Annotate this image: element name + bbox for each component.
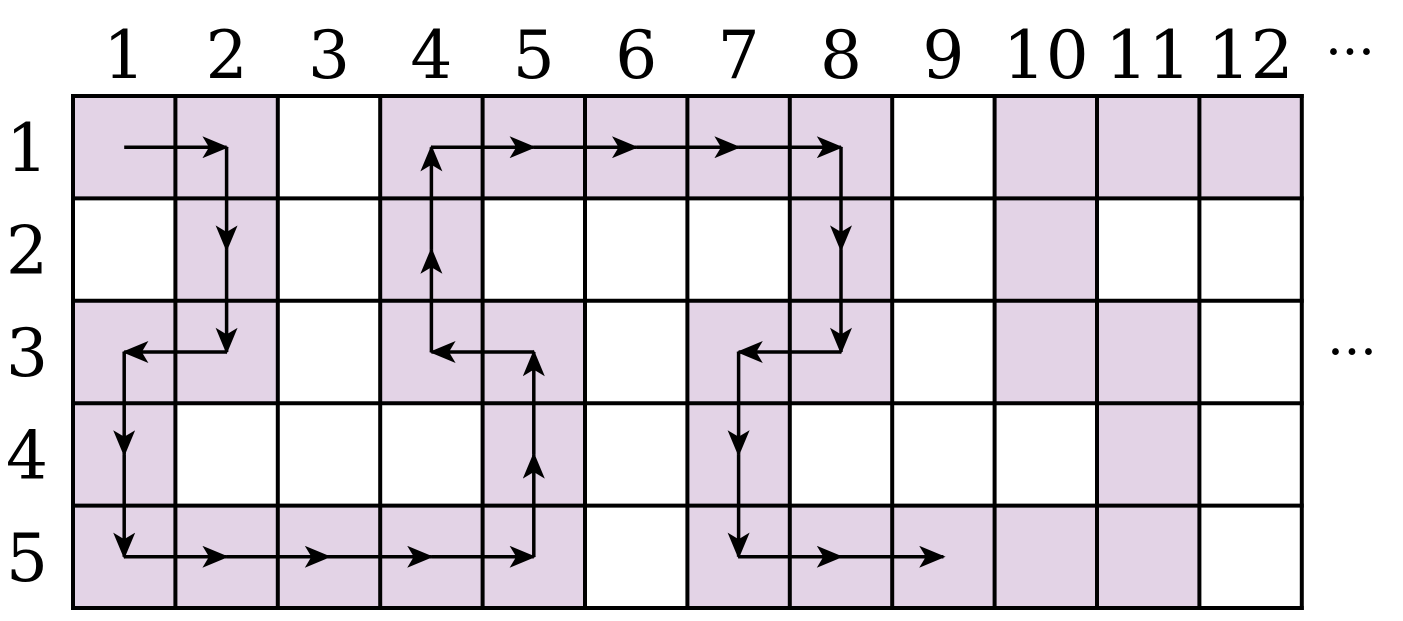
shaded-cell-r1-c11 bbox=[1097, 96, 1200, 199]
shaded-cell-r1-c12 bbox=[1199, 96, 1302, 199]
ellipsis-right: ··· bbox=[1327, 323, 1377, 383]
shaded-cell-r3-c10 bbox=[994, 300, 1097, 404]
shaded-cell-r3-c11 bbox=[1097, 300, 1200, 404]
column-label-12: 12 bbox=[1208, 17, 1294, 94]
row-label-3: 3 bbox=[6, 315, 48, 392]
column-label-1: 1 bbox=[103, 17, 145, 94]
column-label-4: 4 bbox=[410, 17, 452, 94]
shaded-cell-r2-c10 bbox=[994, 198, 1097, 301]
shaded-cell-r5-c11 bbox=[1097, 505, 1200, 608]
row-label-1: 1 bbox=[6, 110, 48, 187]
column-label-10: 10 bbox=[1003, 17, 1089, 94]
column-label-9: 9 bbox=[922, 17, 964, 94]
row-label-4: 4 bbox=[6, 417, 48, 494]
column-label-8: 8 bbox=[820, 17, 862, 94]
path-arrows bbox=[113, 136, 946, 568]
column-label-7: 7 bbox=[718, 17, 760, 94]
column-label-5: 5 bbox=[513, 17, 555, 94]
column-label-2: 2 bbox=[206, 17, 248, 94]
row-labels: 1 2 3 4 5 bbox=[6, 110, 48, 597]
column-label-3: 3 bbox=[308, 17, 350, 94]
ellipsis-top: ··· bbox=[1325, 23, 1375, 83]
column-label-6: 6 bbox=[615, 17, 657, 94]
row-label-2: 2 bbox=[6, 213, 48, 290]
row-label-5: 5 bbox=[6, 520, 48, 597]
shaded-cell-r5-c10 bbox=[994, 505, 1097, 608]
shaded-cell-r1-c10 bbox=[994, 96, 1097, 199]
shaded-cell-r4-c11 bbox=[1097, 403, 1200, 506]
column-label-11: 11 bbox=[1105, 17, 1191, 94]
